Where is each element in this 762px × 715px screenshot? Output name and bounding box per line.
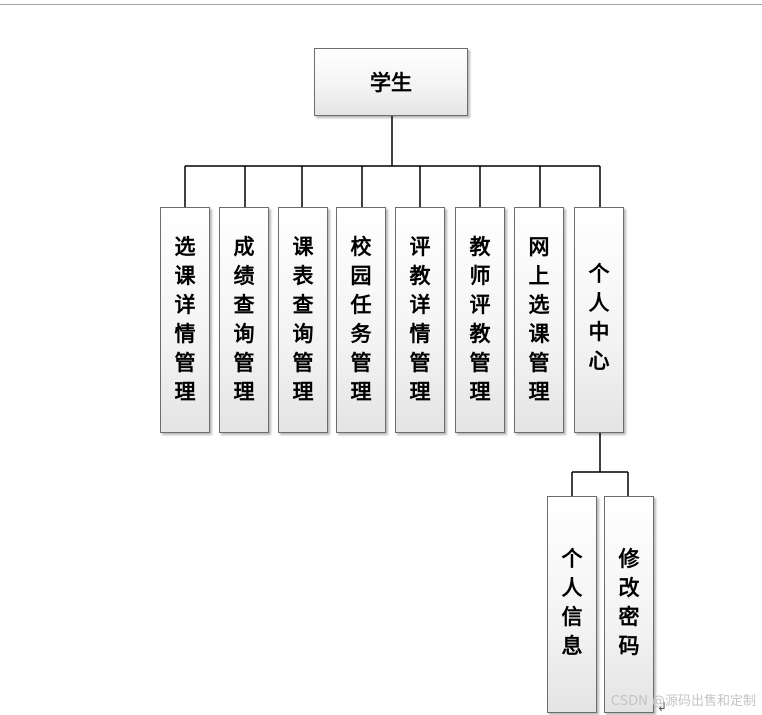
- node-label: 个人信息: [561, 547, 583, 658]
- node-label: 教师评教管理: [469, 235, 491, 404]
- node-label: 修改密码: [618, 547, 640, 658]
- node-evaluation-details: 评教详情管理: [395, 207, 445, 433]
- node-personal-center: 个人中心: [574, 207, 624, 433]
- node-label: 课表查询管理: [292, 235, 314, 404]
- node-change-password: 修改密码: [604, 496, 654, 713]
- node-label: 成绩查询管理: [233, 235, 255, 404]
- node-online-course-selection: 网上选课管理: [514, 207, 564, 433]
- top-border-line: [0, 4, 762, 5]
- node-label: 评教详情管理: [409, 235, 431, 404]
- node-personal-info: 个人信息: [547, 496, 597, 713]
- node-label: 个人中心: [588, 262, 610, 373]
- paragraph-return-icon: ↲: [657, 700, 668, 714]
- node-label: 校园任务管理: [350, 235, 372, 404]
- node-course-selection-details: 选课详情管理: [160, 207, 210, 433]
- root-node-student: 学生: [314, 48, 468, 116]
- node-teacher-evaluation: 教师评教管理: [455, 207, 505, 433]
- node-label: 选课详情管理: [174, 235, 196, 404]
- node-grade-query: 成绩查询管理: [219, 207, 269, 433]
- node-label: 网上选课管理: [528, 235, 550, 404]
- watermark: CSDN @源码出售和定制: [610, 694, 756, 709]
- node-campus-tasks: 校园任务管理: [336, 207, 386, 433]
- root-label: 学生: [370, 71, 412, 95]
- node-timetable-query: 课表查询管理: [278, 207, 328, 433]
